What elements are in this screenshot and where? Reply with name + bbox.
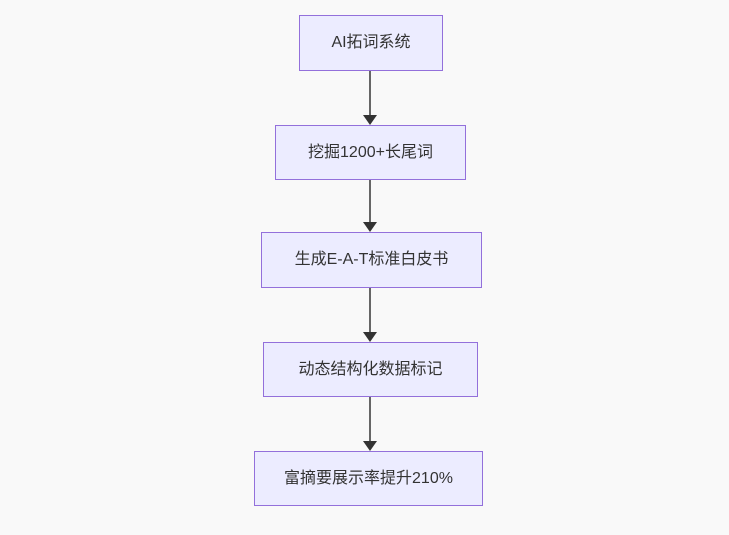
- node-label: 挖掘1200+长尾词: [308, 143, 433, 161]
- flowchart-node-step-1: AI拓词系统: [299, 15, 443, 71]
- arrow-shaft: [369, 180, 371, 222]
- flowchart-node-step-5: 富摘要展示率提升210%: [254, 451, 483, 506]
- arrowhead-down-icon: [363, 222, 377, 232]
- arrowhead-down-icon: [363, 441, 377, 451]
- flowchart-node-step-3: 生成E-A-T标准白皮书: [261, 232, 482, 288]
- arrowhead-down-icon: [363, 332, 377, 342]
- arrowhead-down-icon: [363, 115, 377, 125]
- arrow-shaft: [369, 71, 371, 115]
- arrow-shaft: [369, 397, 371, 441]
- flow-arrow-1: [363, 71, 377, 125]
- node-label: 富摘要展示率提升210%: [284, 469, 453, 487]
- flow-arrow-4: [363, 397, 377, 451]
- flowchart-node-step-4: 动态结构化数据标记: [263, 342, 478, 397]
- flowchart-node-step-2: 挖掘1200+长尾词: [275, 125, 466, 180]
- node-label: 生成E-A-T标准白皮书: [294, 251, 449, 269]
- node-label: 动态结构化数据标记: [298, 360, 443, 378]
- flow-arrow-2: [363, 180, 377, 232]
- node-label: AI拓词系统: [331, 34, 411, 52]
- arrow-shaft: [369, 288, 371, 332]
- flow-arrow-3: [363, 288, 377, 342]
